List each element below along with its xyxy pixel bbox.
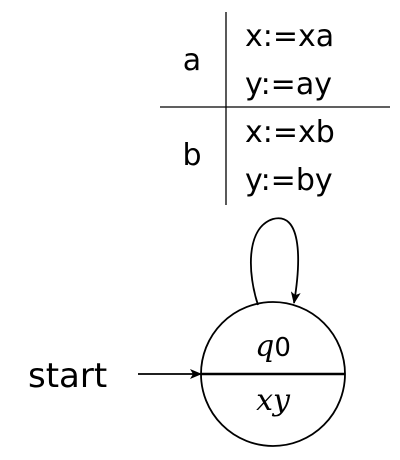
transition-table: a x:=xa y:=ay b x:=xb y:=by <box>160 12 390 205</box>
row-a-action-y: y:=ay <box>245 67 332 102</box>
row-a-action-x: x:=xa <box>245 19 334 54</box>
state-output: xy <box>256 383 291 418</box>
row-b-label: b <box>182 138 201 173</box>
row-b-action-y: y:=by <box>245 163 333 198</box>
state-q0: q0 xy <box>200 301 346 447</box>
state-name: q0 <box>255 329 291 364</box>
state-name-letter: q <box>255 329 274 364</box>
row-b-action-x: x:=xb <box>245 115 335 150</box>
row-a-label: a <box>183 43 201 78</box>
state-name-subscript: 0 <box>274 333 291 363</box>
start-label: start <box>28 356 107 396</box>
self-loop-arrow <box>250 217 301 306</box>
